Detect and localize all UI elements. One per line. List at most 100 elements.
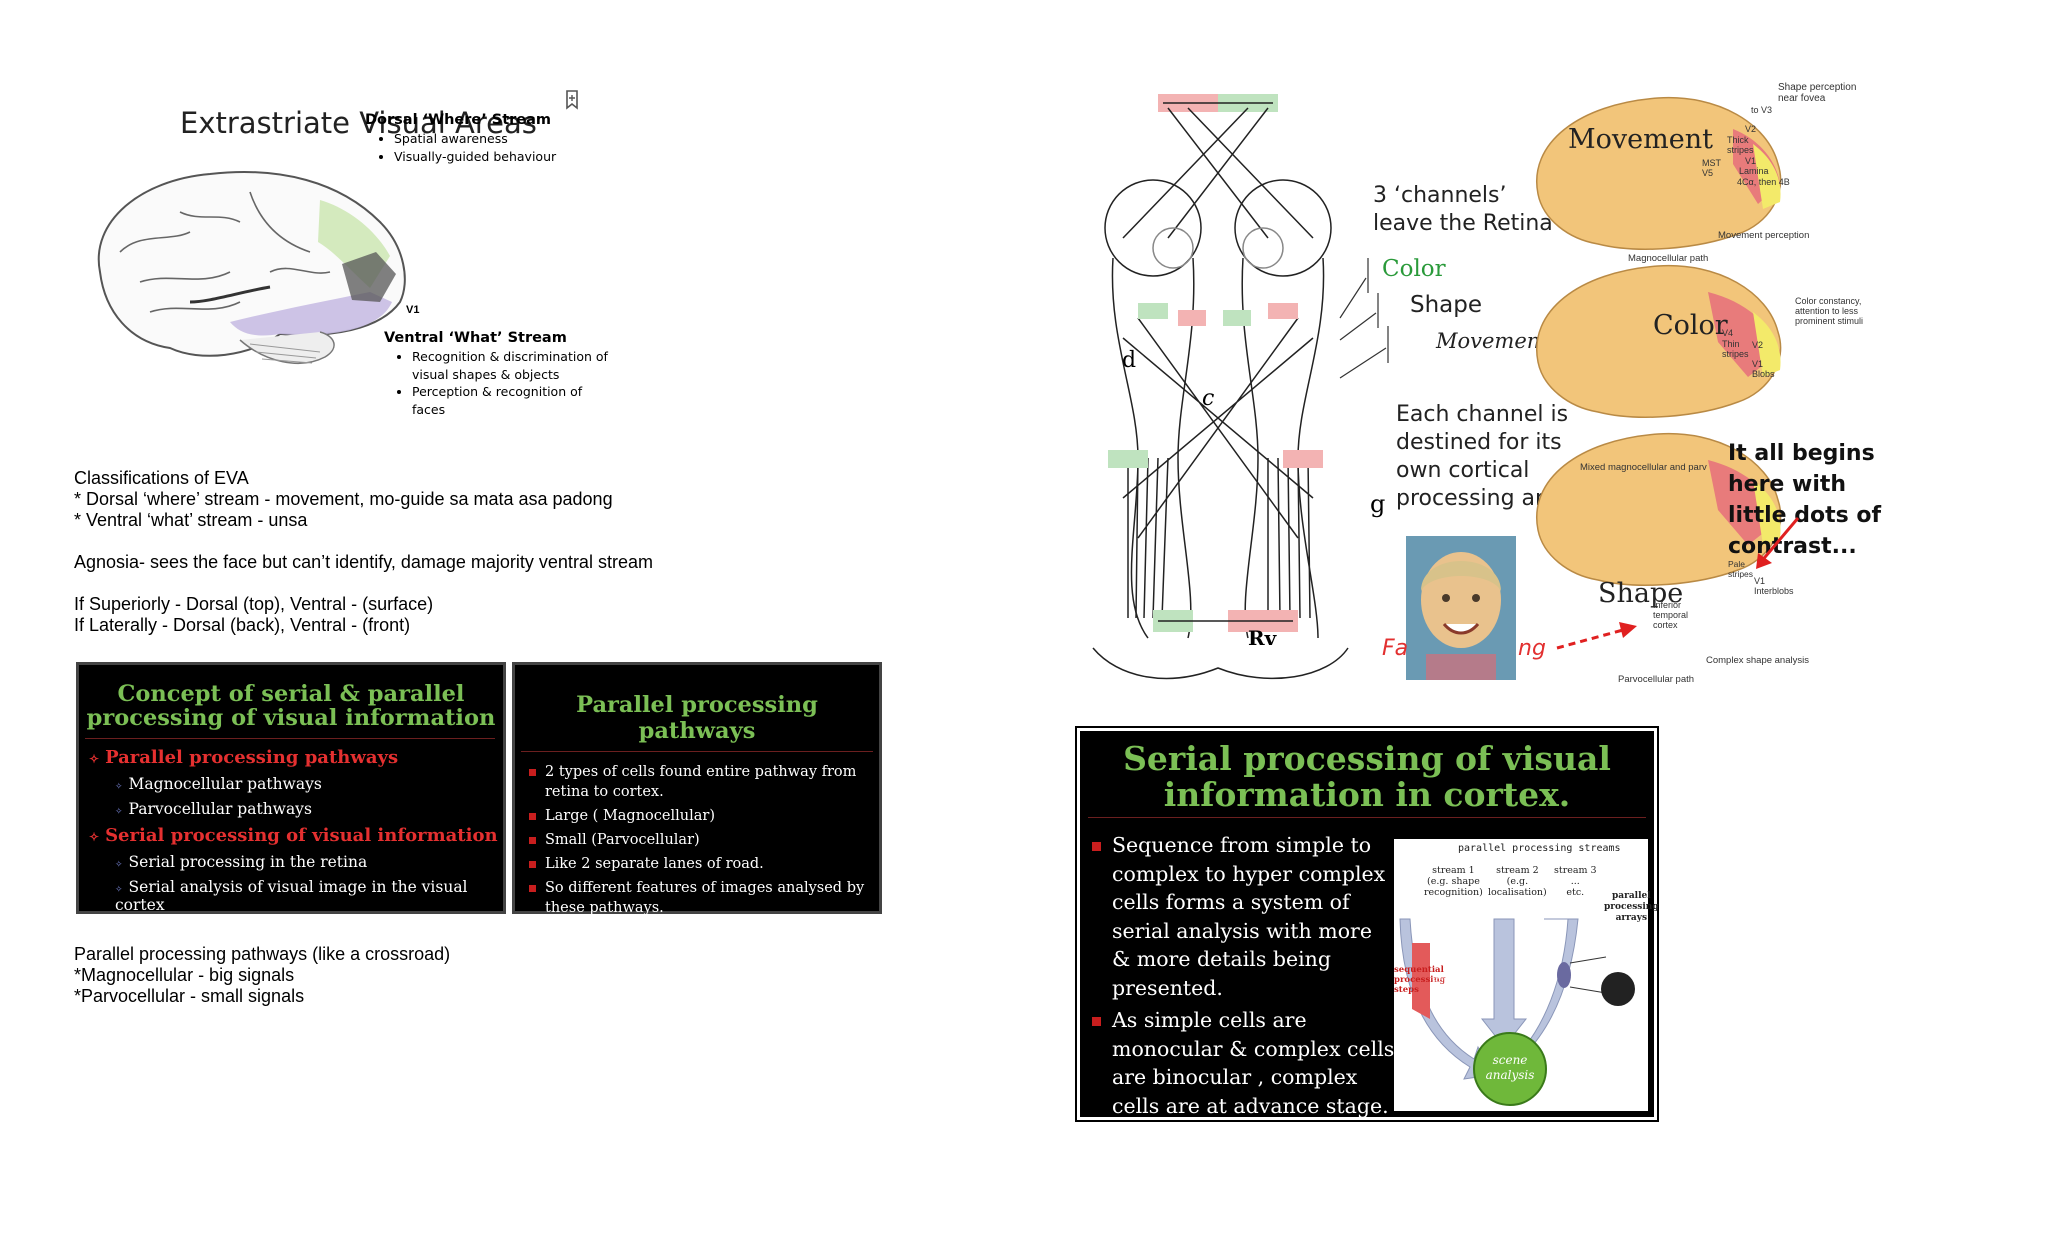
caption-text: near fovea <box>1778 93 1826 104</box>
note-line: *Parvocellular - small signals <box>74 986 305 1006</box>
slide-title: Concept of serial & parallel processing … <box>86 681 496 731</box>
text-line: own cortical <box>1396 458 1530 483</box>
list-item: Small (Parvocellular) <box>515 830 879 850</box>
text-line: scene <box>1492 1053 1528 1067</box>
slide-bullets: 2 types of cells found entire pathway fr… <box>515 762 879 918</box>
caption-text: Lamina <box>1739 166 1769 176</box>
list-item: Visually-guided behaviour <box>394 148 556 166</box>
it-all-begins-text: It all begins here with little dots of c… <box>1728 438 1881 562</box>
shape-label: Shape <box>1410 292 1483 318</box>
slide-parallel: Parallel processing pathways 2 types of … <box>512 662 882 916</box>
caption-text: Inferior <box>1653 600 1682 610</box>
note-line: Classifications of EVA <box>74 468 249 488</box>
letter-c: c <box>1202 386 1215 411</box>
dorsal-heading: Dorsal ‘Where’ Stream <box>365 112 552 128</box>
child-face-photo <box>1406 536 1516 680</box>
brain-color-label: Color <box>1653 310 1728 341</box>
note-line: * Ventral ‘what’ stream - unsa <box>74 510 308 530</box>
brain-movement-label: Movement <box>1568 124 1713 155</box>
channels-text: 3 ‘channels’ leave the Retina <box>1373 182 1553 238</box>
text-line: little dots of <box>1728 503 1882 528</box>
face-text-right: ng <box>1518 636 1546 661</box>
caption-text: Complex shape analysis <box>1706 655 1809 666</box>
caption-group: Inferior temporal cortex <box>1653 600 1688 630</box>
caption-text: Shape perception <box>1778 82 1857 93</box>
divider <box>1088 817 1646 818</box>
caption-text: 4Cα, then 4B <box>1737 176 1790 187</box>
caption-text: MST <box>1702 158 1721 168</box>
extrastriate-figure: Extrastriate Visual Areas Dorsal ‘Where’… <box>80 72 608 442</box>
note-line: * Dorsal ‘where’ stream - movement, mo-g… <box>74 489 613 509</box>
notes-parallel: Parallel processing pathways (like a cro… <box>74 944 450 1007</box>
caption-text: Color constancy, <box>1795 296 1862 306</box>
note-line: Parallel processing pathways (like a cro… <box>74 944 451 964</box>
text-line: sequential <box>1394 965 1444 975</box>
scene-analysis-label: scene analysis <box>1484 1053 1536 1083</box>
slide-subitem: Serial processing in the retina <box>115 853 503 871</box>
text-line: It all begins <box>1728 441 1875 466</box>
streams-drawing <box>1399 918 1635 1106</box>
note-line: If Laterally - Dorsal (back), Ventral - … <box>74 615 411 635</box>
caption-text: stripes <box>1727 145 1754 155</box>
text-line: stream 1 <box>1432 865 1475 876</box>
stream3-label: stream 3 ... etc. <box>1554 865 1597 898</box>
caption-text: Mixed magnocellular and parv <box>1580 462 1707 473</box>
list-item: Sequence from simple to complex to hyper… <box>1086 831 1396 1002</box>
caption-text: V1 <box>1752 358 1764 369</box>
text-line: ... <box>1570 876 1580 887</box>
caption-text: Interblobs <box>1754 586 1794 596</box>
arrays-label: parallel processing arrays <box>1604 891 1659 924</box>
list-item: 2 types of cells found entire pathway fr… <box>515 762 879 802</box>
caption-text: Movement perception <box>1718 230 1810 241</box>
caption-group: Pale stripes <box>1728 559 1753 579</box>
caption-text: cortex <box>1653 620 1678 630</box>
slide-title: Serial processing of visual information … <box>1123 739 1611 814</box>
caption-text: Thick <box>1727 134 1749 145</box>
ventral-list: Recognition & discrimination of visual s… <box>392 348 612 418</box>
optic-pathway-drawing <box>1092 94 1349 680</box>
text-line: step 2 <box>1432 975 1456 984</box>
slide-subitem: Serial analysis of visual image in the v… <box>115 878 503 914</box>
caption-text: attention to less <box>1795 306 1859 316</box>
note-line: *Magnocellular - big signals <box>74 965 295 985</box>
text-line: step 3 <box>1432 997 1456 1006</box>
text-line: (e.g. <box>1506 876 1529 887</box>
text-line: localisation) <box>1488 887 1547 898</box>
text-line: processing <box>1604 902 1659 912</box>
text-line: step 1 <box>1432 953 1456 962</box>
pathway-illustration <box>1092 94 1389 680</box>
stream2-label: stream 2 (e.g. localisation) <box>1488 865 1547 898</box>
list-item: As simple cells are monocular & complex … <box>1086 1006 1396 1120</box>
caption-text: stripes <box>1722 349 1749 359</box>
text-line: destined for its <box>1396 430 1562 455</box>
slide-serial: Serial processing of visual information … <box>1075 726 1659 1122</box>
stream1-label: stream 1 (e.g. shape recognition) <box>1424 865 1483 898</box>
rv-label: Rv <box>1248 626 1277 650</box>
caption-text: temporal <box>1653 610 1689 620</box>
text-line: parallel <box>1611 891 1651 901</box>
text-line: steps <box>1394 985 1419 995</box>
brain-diagrams <box>1536 96 1782 586</box>
list-item: Large ( Magnocellular) <box>515 806 879 826</box>
movement-label: Movement <box>1436 329 1549 353</box>
caption-text: V2 <box>1752 340 1764 350</box>
diagram-title: parallel processing streams <box>1458 843 1621 854</box>
text-line: analysis <box>1485 1068 1535 1082</box>
slide-heading: Parallel processing pathways <box>89 747 503 768</box>
note-line: If Superiorly - Dorsal (top), Ventral - … <box>74 594 434 614</box>
ventral-heading: Ventral ‘What’ Stream <box>384 330 567 346</box>
text-line: here with <box>1728 472 1847 497</box>
text-line: stream 3 <box>1554 865 1597 876</box>
slide-title: Parallel processing pathways <box>576 692 818 744</box>
brain-movement <box>1536 96 1782 250</box>
list-item: So different features of images analysed… <box>515 878 879 918</box>
bookmark-plus-icon[interactable] <box>564 90 582 116</box>
caption-text: V4 <box>1722 328 1734 338</box>
caption-group: MST V5 <box>1702 158 1721 178</box>
letter-d: d <box>1122 348 1137 373</box>
letter-g: g <box>1370 490 1386 518</box>
sequential-label: sequential processing steps <box>1394 965 1446 995</box>
text-line: etc. <box>1566 887 1585 898</box>
face-icon <box>1421 552 1501 680</box>
brain-shape-label: Shape <box>1598 578 1684 609</box>
